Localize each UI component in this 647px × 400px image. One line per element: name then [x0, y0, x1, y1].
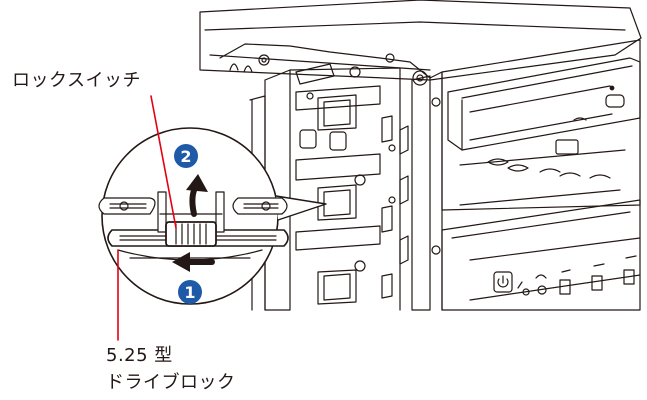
push-up-arrow — [186, 174, 208, 217]
power-button — [493, 271, 513, 293]
step-badge-1: 1 — [178, 280, 202, 304]
step-badge-2: 2 — [174, 144, 198, 168]
mic-icon — [517, 281, 530, 296]
leader-lines — [117, 95, 177, 341]
usb-icon — [559, 255, 637, 295]
label-drive-block-name: ドライブロック — [106, 372, 236, 393]
lock-switch — [165, 221, 217, 247]
step-2-number: 2 — [180, 147, 191, 166]
label-lock-switch: ロックスイッチ — [12, 70, 141, 91]
push-left-arrow — [172, 252, 215, 272]
chassis-frame — [199, 0, 642, 311]
headphone-icon — [535, 274, 547, 295]
power-icon — [497, 275, 509, 288]
leader-line-lock-switch — [150, 95, 177, 229]
magnified-detail: 2 1 — [98, 127, 327, 305]
label-drive-block-size: 5.25 型 — [106, 345, 173, 366]
step-1-number: 1 — [184, 283, 195, 302]
